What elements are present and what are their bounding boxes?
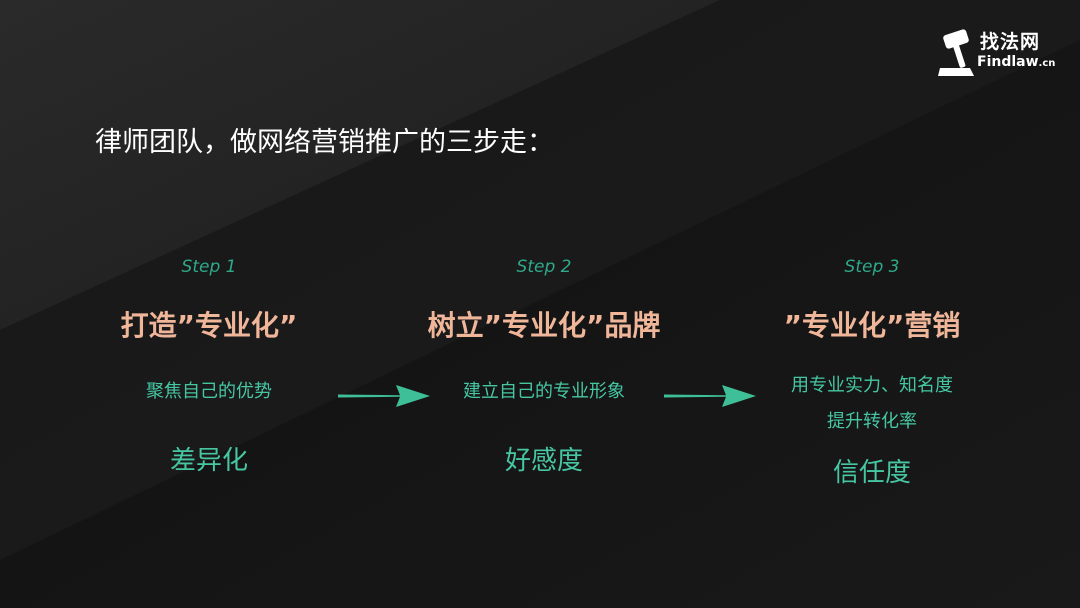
step-result: 信任度 bbox=[832, 458, 911, 488]
page-title: 律师团队，做网络营销推广的三步走： bbox=[95, 127, 554, 158]
brand-name-en-text: Findlaw bbox=[977, 54, 1039, 70]
brand-domain-suffix: .cn bbox=[1038, 58, 1056, 69]
arrow-right-icon bbox=[664, 385, 756, 407]
step-description-line: 聚焦自己的优势 bbox=[146, 381, 272, 402]
step-description-line: 建立自己的专业形象 bbox=[463, 381, 625, 402]
step-description-line: 提升转化率 bbox=[827, 411, 917, 432]
step-title: 打造”专业化” bbox=[120, 309, 298, 342]
arrow-right-icon bbox=[338, 385, 430, 407]
step-label: Step 3 bbox=[844, 257, 900, 277]
step-title: 树立”专业化”品牌 bbox=[427, 309, 661, 342]
step-description-line: 用专业实力、知名度 bbox=[791, 375, 953, 396]
gavel-icon bbox=[938, 29, 974, 76]
step-result: 差异化 bbox=[169, 446, 248, 476]
step-description: 用专业实力、知名度 提升转化率 bbox=[722, 368, 1022, 440]
step-label: Step 2 bbox=[516, 257, 572, 277]
step-title: ”专业化”营销 bbox=[783, 309, 961, 342]
step-description: 建立自己的专业形象 bbox=[394, 374, 694, 410]
step-label: Step 1 bbox=[181, 257, 237, 277]
step-result: 好感度 bbox=[504, 446, 583, 476]
brand-name-en: Findlaw.cn bbox=[977, 53, 1055, 73]
background-diagonal-band bbox=[0, 0, 1080, 560]
brand-name-cn: 找法网 bbox=[980, 31, 1041, 53]
step-description: 聚焦自己的优势 bbox=[59, 374, 359, 410]
